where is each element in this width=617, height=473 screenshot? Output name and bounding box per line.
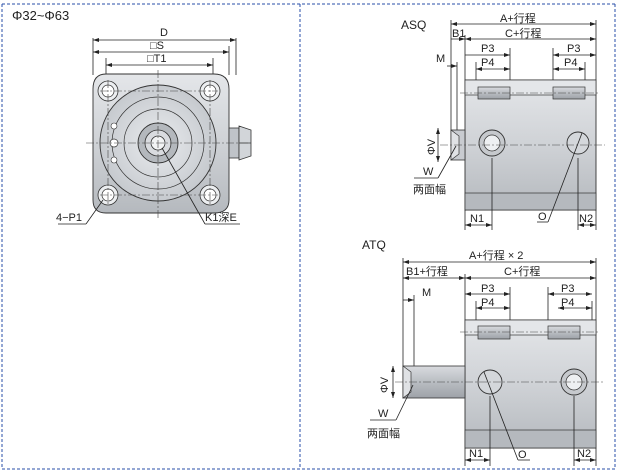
atq-p3-right: P3	[561, 283, 574, 295]
asq-w-label: W	[423, 166, 434, 178]
dimension-d: D	[92, 27, 237, 75]
asq-dim-v: ΦV	[426, 128, 440, 162]
atq-m-label: M	[422, 287, 431, 299]
drawing-frame	[1, 3, 616, 470]
asq-title: ASQ	[401, 18, 426, 32]
atq-dim-c-label: C+行程	[504, 265, 540, 278]
atq-view: ATQ A+行程 × 2 B1+行程 C+行程 P3	[362, 238, 605, 466]
atq-flat-label: 两面幅	[367, 427, 400, 440]
asq-p3-right: P3	[567, 43, 580, 55]
atq-v-label: ΦV	[379, 376, 391, 393]
atq-o-label: O	[518, 449, 527, 461]
leader-k1: K1深E	[161, 147, 240, 225]
asq-view: ASQ A+行程 B1 C+行程 P3	[401, 12, 605, 230]
dimension-s: □S	[93, 40, 230, 75]
atq-w-label: W	[378, 408, 389, 420]
asq-dim-m: M	[436, 53, 458, 130]
atq-p3-left: P3	[481, 283, 494, 295]
atq-leader-w: W 两面幅	[367, 384, 414, 440]
asq-dim-bottom: N1 O N2	[464, 132, 597, 230]
asq-p4-left: P4	[481, 57, 494, 69]
leader-p1: 4−P1	[56, 199, 104, 225]
asq-m-label: M	[436, 53, 445, 65]
asq-dim-b1-c: B1 C+行程	[451, 27, 596, 80]
label-k1-depth: K1深E	[205, 211, 237, 224]
atq-n2-label: N2	[577, 448, 591, 460]
atq-p4-left: P4	[481, 297, 494, 309]
asq-dim-a-label: A+行程	[500, 12, 536, 25]
front-view: D □S □T1	[56, 27, 252, 225]
atq-sensor-slot-left	[477, 325, 511, 340]
atq-dim-p3-p4-left: P3 P4	[465, 283, 511, 320]
atq-dim-v: ΦV	[379, 366, 395, 398]
asq-p4-right: P4	[564, 57, 577, 69]
asq-dim-b1-label: B1	[452, 28, 465, 40]
atq-dim-bottom: N1 O N2	[464, 371, 597, 466]
atq-dim-p3-p4-right: P3 P4	[547, 283, 593, 320]
atq-dim-m: M	[403, 287, 431, 366]
asq-dim-c-label: C+行程	[505, 27, 541, 40]
asq-p3-left: P3	[481, 43, 494, 55]
atq-dim-a-label: A+行程 × 2	[469, 249, 523, 262]
dim-t1-label: □T1	[147, 53, 166, 65]
atq-dim-b1-label: B1+行程	[406, 265, 448, 278]
asq-leader-w: W 两面幅	[413, 145, 457, 196]
atq-dim-a: A+行程 × 2	[402, 249, 597, 398]
asq-dim-p3-p4-right: P3 P4	[552, 43, 596, 80]
asq-n2-label: N2	[579, 213, 593, 225]
label-4-p1: 4−P1	[56, 212, 82, 224]
asq-o-label: O	[538, 211, 547, 223]
atq-n1-label: N1	[469, 448, 483, 460]
dim-d-label: D	[160, 27, 168, 39]
asq-n1-label: N1	[470, 213, 484, 225]
atq-p4-right: P4	[561, 297, 574, 309]
atq-title: ATQ	[362, 238, 386, 252]
dim-s-label: □S	[150, 40, 164, 52]
asq-v-label: ΦV	[426, 138, 438, 155]
size-range-label: Φ32~Φ63	[12, 8, 69, 23]
atq-sensor-slot-right	[547, 325, 581, 340]
asq-dim-p3-p4-left: P3 P4	[465, 43, 511, 80]
asq-dim-a: A+行程	[450, 12, 597, 140]
asq-flat-label: 两面幅	[413, 183, 446, 196]
atq-dim-b1-c: B1+行程 C+行程	[403, 265, 596, 320]
